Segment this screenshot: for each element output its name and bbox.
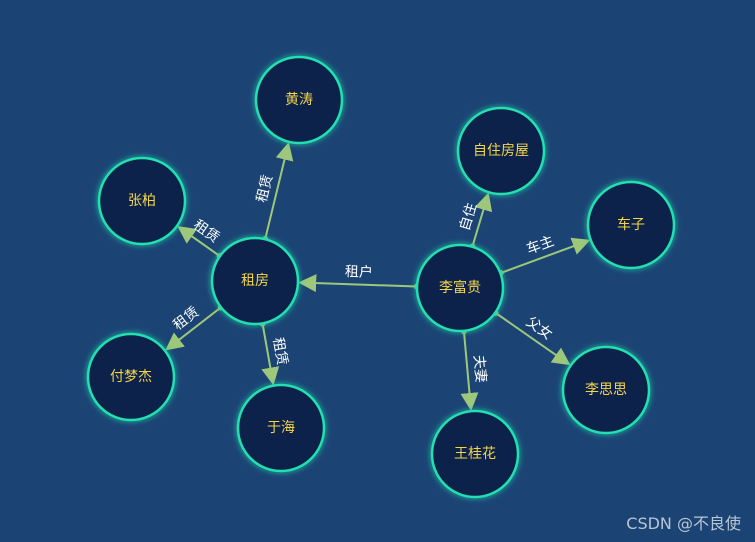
node-fumengjie[interactable]: 付梦杰 — [86, 332, 176, 422]
edge-line — [494, 311, 571, 366]
edge-lifugui-wangguihua: 夫妻 — [460, 327, 489, 411]
node-circle[interactable] — [236, 383, 326, 473]
edge-lifugui-lisisi: 父女 — [492, 309, 571, 366]
node-circle[interactable] — [210, 236, 300, 326]
node-lisisi[interactable]: 李思思 — [561, 345, 651, 435]
node-label: 付梦杰 — [110, 369, 152, 385]
node-yuhai[interactable]: 于海 — [236, 383, 326, 473]
node-chezi[interactable]: 车子 — [586, 180, 676, 270]
node-circle[interactable] — [254, 55, 344, 145]
node-label: 租房 — [241, 273, 269, 289]
edge-label: 自住 — [457, 201, 480, 232]
edge-label: 租户 — [345, 263, 374, 281]
edge-zufang-huangtao: 租赁 — [254, 141, 294, 243]
edge-label: 租赁 — [190, 217, 222, 246]
edge-line — [471, 192, 493, 248]
watermark: CSDN @不良使 — [626, 514, 741, 533]
node-zufang[interactable]: 租房 — [210, 236, 300, 326]
edge-line — [460, 330, 479, 411]
node-label: 李思思 — [585, 382, 627, 398]
edge-label: 租赁 — [170, 304, 202, 334]
edge-lifugui-zizhu: 自住 — [457, 192, 493, 251]
node-circle[interactable] — [456, 106, 546, 196]
node-lifugui[interactable]: 李富贵 — [415, 243, 505, 333]
edge-line — [264, 141, 294, 240]
edge-line — [165, 306, 222, 351]
node-circle[interactable] — [415, 243, 505, 333]
edge-lifugui-zufang: 租户 — [298, 263, 421, 293]
node-circle[interactable] — [586, 180, 676, 270]
node-label: 王桂花 — [454, 446, 496, 462]
node-circle[interactable] — [561, 345, 651, 435]
edge-zufang-zhangbai: 租赁 — [177, 217, 224, 260]
edge-lifugui-chezi: 车主 — [497, 232, 591, 277]
node-label: 车子 — [617, 216, 645, 233]
node-circle[interactable] — [97, 156, 187, 246]
edge-label: 父女 — [523, 313, 556, 343]
edge-label: 夫妻 — [470, 354, 488, 383]
edge-label: 租赁 — [254, 173, 276, 204]
node-circle[interactable] — [430, 409, 520, 499]
edge-zufang-fumengjie: 租赁 — [165, 304, 225, 351]
node-label: 张柏 — [128, 193, 156, 209]
edge-label: 租赁 — [269, 336, 290, 366]
node-huangtao[interactable]: 黄涛 — [254, 55, 344, 145]
node-zizhu[interactable]: 自住房屋 — [456, 106, 546, 196]
node-label: 黄涛 — [285, 91, 313, 108]
node-circle[interactable] — [86, 332, 176, 422]
edge-line — [298, 274, 418, 293]
node-label: 李富贵 — [439, 279, 481, 296]
node-label: 于海 — [267, 420, 295, 436]
node-zhangbai[interactable]: 张柏 — [97, 156, 187, 246]
edge-zufang-yuhai: 租赁 — [259, 320, 290, 386]
node-wangguihua[interactable]: 王桂花 — [430, 409, 520, 499]
edge-line — [500, 237, 591, 275]
edge-line — [261, 323, 280, 386]
node-label: 自住房屋 — [473, 143, 529, 159]
edge-line — [177, 225, 221, 257]
